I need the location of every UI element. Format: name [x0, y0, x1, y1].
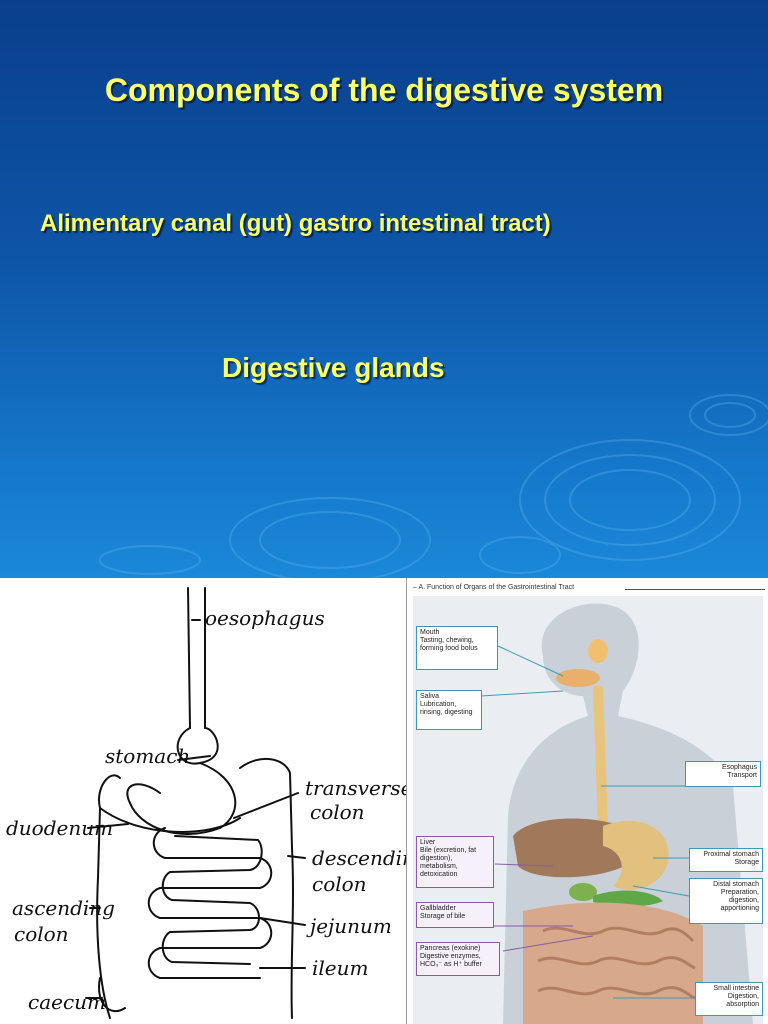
- box-mouth-title: Mouth: [420, 629, 440, 636]
- label-transverse: transverse: [305, 776, 406, 800]
- box-pancreas-title: Pancreas (exokine): [420, 945, 481, 952]
- box-distal-stomach-text: Preparation, digestion, apportioning: [720, 889, 759, 912]
- box-distal-stomach: Distal stomach Preparation, digestion, a…: [689, 878, 763, 924]
- box-saliva-title: Saliva: [420, 693, 440, 700]
- box-liver: Liver Bile (excretion, fat digestion), m…: [416, 836, 494, 888]
- label-stomach: stomach: [105, 744, 191, 768]
- box-mouth: Mouth Tasting, chewing, forming food bol…: [416, 626, 498, 670]
- box-esophagus-text: Transport: [727, 772, 757, 779]
- box-mouth-text: Tasting, chewing, forming food bolus: [420, 637, 478, 652]
- bullet-alimentary-canal: Alimentary canal (gut) gastro intestinal…: [40, 210, 551, 237]
- hand-drawn-gut-diagram: oesophagus stomach transverse colon duod…: [0, 578, 406, 1024]
- box-gallbladder-title: Gallbladder: [420, 905, 456, 912]
- label-jejunum: jejunum: [310, 914, 392, 938]
- label-ascending-colon: colon: [14, 922, 69, 946]
- box-saliva-text: Lubrication, rinsing, digesting: [420, 701, 473, 716]
- box-distal-stomach-title: Distal stomach: [713, 881, 759, 888]
- box-small-intestine: Small intestine Digestion, absorption: [695, 982, 763, 1016]
- atlas-heading-rule: [625, 589, 765, 590]
- label-descending: descending: [312, 846, 406, 870]
- box-pancreas: Pancreas (exokine) Digestive enzymes, HC…: [416, 942, 500, 976]
- box-liver-text: Bile (excretion, fat digestion), metabol…: [420, 847, 477, 878]
- slide-panel: Components of the digestive system Alime…: [0, 0, 768, 578]
- box-esophagus-title: Esophagus: [721, 764, 757, 771]
- label-descending-colon: colon: [312, 872, 367, 896]
- label-oesophagus: oesophagus: [205, 606, 325, 630]
- atlas-heading: – A. Function of Organs of the Gastroint…: [413, 584, 575, 591]
- label-duodenum: duodenum: [6, 816, 114, 840]
- slide-title: Components of the digestive system: [104, 72, 664, 108]
- box-pancreas-text: Digestive enzymes, HCO₃⁻ as H⁺ buffer: [420, 953, 482, 968]
- label-transverse-colon: colon: [310, 800, 365, 824]
- bullet-digestive-glands: Digestive glands: [222, 352, 445, 383]
- gi-tract-illustration: Mouth Tasting, chewing, forming food bol…: [413, 596, 763, 1024]
- box-liver-title: Liver: [420, 839, 436, 846]
- box-proximal-stomach: Proximal stomach Storage: [689, 848, 763, 872]
- box-proximal-stomach-text: Storage: [734, 859, 759, 866]
- box-saliva: Saliva Lubrication, rinsing, digesting: [416, 690, 482, 730]
- box-small-intestine-title: Small intestine: [713, 985, 759, 992]
- gut-sketch-drawing: [85, 587, 306, 1019]
- atlas-figure-panel: – A. Function of Organs of the Gastroint…: [406, 578, 768, 1024]
- box-esophagus: Esophagus Transport: [685, 761, 761, 787]
- water-ripple-decoration: [99, 394, 768, 578]
- box-small-intestine-text: Digestion, absorption: [726, 993, 759, 1008]
- label-ascending: ascending: [12, 896, 115, 920]
- box-proximal-stomach-title: Proximal stomach: [703, 851, 759, 858]
- box-gallbladder-text: Storage of bile: [420, 913, 466, 920]
- box-gallbladder: Gallbladder Storage of bile: [416, 902, 494, 928]
- label-caecum: caecum: [28, 990, 107, 1014]
- label-ileum: ileum: [312, 956, 369, 980]
